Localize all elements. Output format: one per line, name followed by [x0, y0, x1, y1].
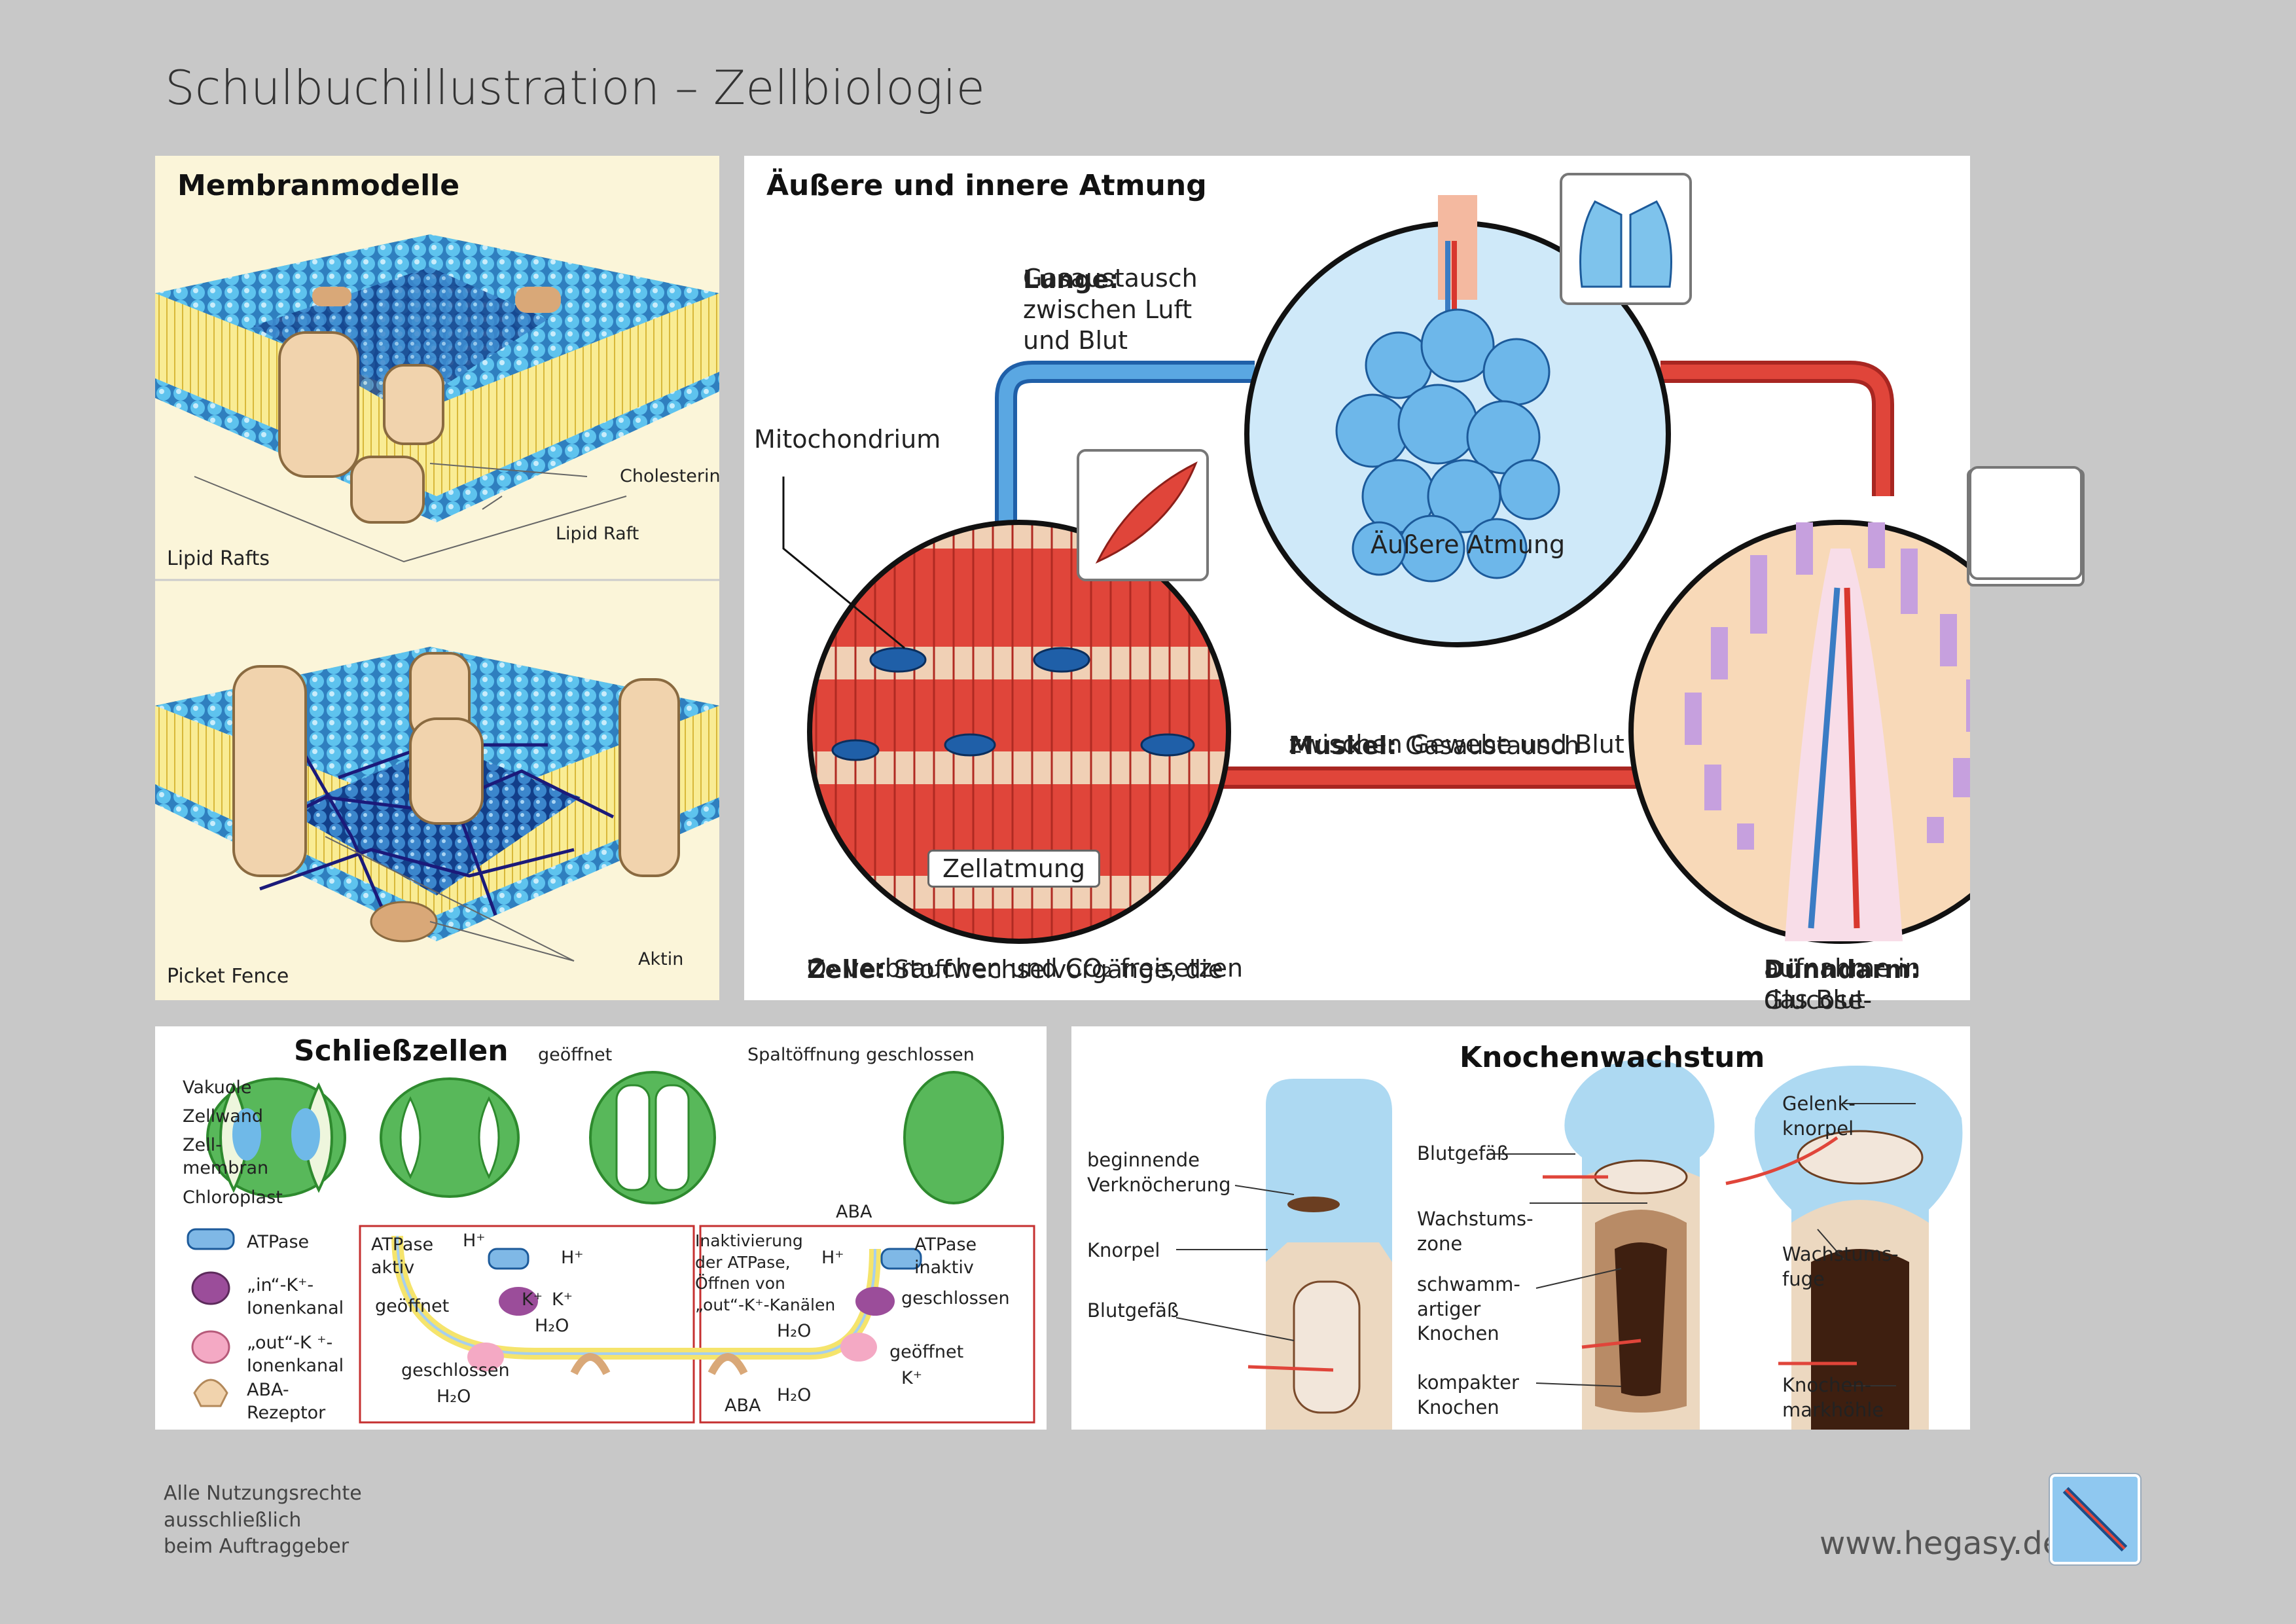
guard-cell-illustration	[187, 1071, 1035, 1424]
aeussere-atmung-label: Äußere Atmung	[1371, 530, 1566, 559]
knorpel-label: Knorpel	[1087, 1239, 1160, 1261]
box1-geschlossen: geschlossen	[401, 1360, 510, 1380]
zellmembran-label: Zell- membran	[183, 1135, 269, 1179]
legend-out-channel: „out“-K ⁺- Ionenkanal	[247, 1333, 344, 1377]
h-label-3: H⁺	[821, 1248, 844, 1268]
lunge-text: Gasaustausch zwischen Luft und Blut	[1023, 264, 1198, 355]
k-label-3: K⁺	[901, 1368, 922, 1388]
box2-atpase: ATPase inaktiv	[914, 1235, 977, 1278]
respiration-illustration	[782, 173, 1970, 944]
box2-aba: ABA	[725, 1396, 761, 1416]
legend-atpase: ATPase	[247, 1232, 310, 1252]
gelenkknorpel-label: Gelenk- knorpel	[1782, 1092, 1856, 1140]
h-label-2: H⁺	[561, 1248, 584, 1268]
box1-geoeffnet: geöffnet	[375, 1296, 450, 1316]
lunge-head: Lunge:	[1023, 264, 1119, 294]
legend-aba: ABA- Rezeptor	[247, 1380, 326, 1424]
markhoehle-label: Knochen- markhöhle	[1782, 1374, 1884, 1421]
box2-inaktivierung: Inaktivierung der ATPase, Öffnen von „ou…	[695, 1231, 836, 1314]
website-link[interactable]: www.hegasy.de	[1820, 1525, 2062, 1562]
duenndarm-text: Glucose-	[1764, 986, 1873, 1015]
box2-geoeffnet: geöffnet	[889, 1342, 964, 1362]
h2o-label-3: H₂O	[777, 1321, 812, 1341]
pen-logo-icon	[2050, 1474, 2140, 1564]
box2-geschlossen: geschlossen	[901, 1288, 1010, 1308]
muskel-text: Gasaustausch	[1397, 731, 1580, 760]
geoeffnet-label: geöffnet	[538, 1045, 613, 1065]
mitochondrium-label: Mitochondrium	[754, 425, 941, 454]
membrane-title: Membranmodelle	[177, 169, 460, 202]
zelle-text2: O₂ verbrauchen und CO₂ freisetzen	[807, 954, 1244, 983]
k-label-1: K⁺	[522, 1290, 543, 1310]
blutgefaess-label-1: Blutgefäß	[1087, 1299, 1179, 1322]
bone-panel: Knochenwachstum beginnende Verknöcherung…	[1071, 1026, 1970, 1430]
legend-in-channel: „in“-K⁺- Ionenkanal	[247, 1275, 344, 1319]
spalt-geschlossen-label: Spaltöffnung geschlossen	[747, 1045, 975, 1065]
h2o-label-1: H₂O	[535, 1316, 569, 1336]
lipid-raft-label: Lipid Raft	[556, 524, 639, 544]
muskel-head: Muskel:	[1289, 731, 1397, 760]
blutgefaess-label-2: Blutgefäß	[1417, 1142, 1509, 1164]
beginnende-label: beginnende Verknöcherung	[1087, 1149, 1231, 1196]
bone-title: Knochenwachstum	[1460, 1041, 1765, 1074]
zellwand-label: Zellwand	[183, 1106, 263, 1127]
duenndarm-text2: aufnahme in das Blut	[1764, 954, 1921, 1014]
membrane-illustration	[155, 234, 719, 962]
respiration-title: Äußere und innere Atmung	[766, 169, 1207, 202]
kompakter-label: kompakter Knochen	[1417, 1371, 1519, 1418]
zellatmung-label: Zellatmung	[927, 850, 1101, 888]
box1-atpase: ATPase aktiv	[371, 1235, 434, 1278]
chloroplast-label: Chloroplast	[183, 1187, 283, 1208]
duenndarm-head: Dünndarm:	[1764, 954, 1921, 984]
page-title: Schulbuchillustration – Zellbiologie	[165, 60, 985, 115]
wachstumsfuge-label: Wachstums- fuge	[1782, 1243, 1899, 1290]
schwamm-label: schwamm- artiger Knochen	[1417, 1273, 1520, 1345]
vakuole-label: Vakuole	[183, 1077, 252, 1098]
muskel-text2: zwischen Gewebe und Blut	[1289, 730, 1624, 759]
cholesterin-label: Cholesterin	[620, 466, 721, 486]
guard-title: Schließzellen	[294, 1034, 509, 1068]
lipid-rafts-caption: Lipid Rafts	[167, 547, 270, 570]
zelle-head: Zelle:	[807, 954, 886, 984]
guard-cell-panel: Schließzellen geöffnet Spaltöffnung gesc…	[155, 1026, 1047, 1430]
wachstumszone-label: Wachstums- zone	[1417, 1208, 1534, 1255]
zelle-text: Stoffwechselvorgänge, die	[886, 954, 1223, 984]
aba-label: ABA	[836, 1202, 872, 1222]
h2o-label-4: H₂O	[777, 1385, 812, 1405]
h-label-1: H⁺	[463, 1231, 486, 1251]
aktin-label: Aktin	[638, 949, 684, 969]
k-label-2: K⁺	[552, 1290, 573, 1310]
rights-notice: Alle Nutzungsrechte ausschließlich beim …	[164, 1482, 362, 1558]
respiration-panel: Äußere und innere Atmung Lunge: Gasausta…	[744, 156, 2085, 1015]
bone-illustration	[1175, 1059, 1963, 1430]
h2o-label-2: H₂O	[437, 1386, 471, 1407]
membrane-panel: Membranmodelle Cholesterin Lipid Raft Li…	[155, 156, 721, 1000]
picket-fence-caption: Picket Fence	[167, 965, 289, 988]
